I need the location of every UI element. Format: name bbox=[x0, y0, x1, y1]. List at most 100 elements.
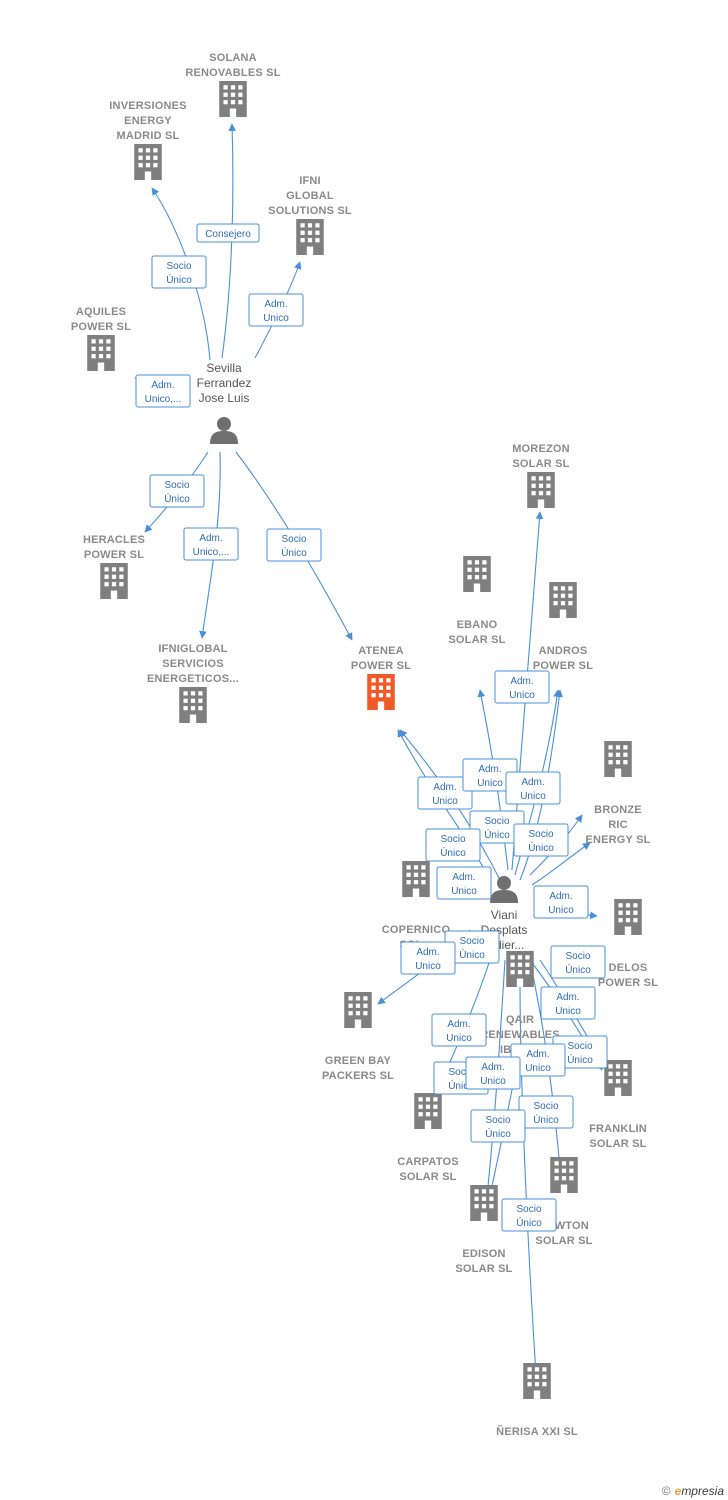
relation-text: Único bbox=[484, 828, 510, 841]
relation-text: Adm. bbox=[481, 1062, 504, 1073]
copyright-symbol: © bbox=[661, 1484, 671, 1498]
relation-text: Único bbox=[485, 1127, 511, 1140]
company-node-inversiones[interactable]: INVERSIONES ENERGY MADRID SL bbox=[109, 100, 186, 180]
building-icon bbox=[550, 1157, 578, 1193]
company-node-ifniglobal[interactable]: IFNIGLOBALSERVICIOSENERGETICOS... bbox=[147, 643, 239, 723]
relation-box bbox=[417, 776, 473, 810]
company-label: EBANO bbox=[457, 619, 498, 631]
relation-text: Unico bbox=[548, 905, 574, 916]
relation-text: Socio bbox=[567, 1041, 592, 1052]
relation-label-r6[interactable]: Adm.Unico,... bbox=[183, 527, 239, 561]
company-label: SERVICIOS bbox=[162, 658, 224, 670]
building-icon bbox=[470, 1185, 498, 1221]
relation-text: Adm. bbox=[416, 947, 439, 958]
company-label: INVERSIONES bbox=[109, 100, 186, 112]
relation-box bbox=[505, 771, 561, 805]
building-icon bbox=[527, 472, 555, 508]
relation-text: Socio bbox=[484, 816, 509, 827]
company-label: MOREZON bbox=[512, 443, 570, 455]
relation-label-v16[interactable]: Adm.Unico bbox=[510, 1043, 566, 1077]
company-label: ENERGY bbox=[124, 115, 172, 127]
relation-text: Socio bbox=[459, 936, 484, 947]
company-label: SOLAR SL bbox=[399, 1171, 456, 1183]
company-label: ÑERISA XXI SL bbox=[496, 1425, 578, 1438]
relation-box bbox=[431, 1013, 487, 1047]
relation-text: Unico bbox=[432, 796, 458, 807]
relation-label-v4[interactable]: Adm.Unico bbox=[494, 670, 550, 704]
company-label: MADRID SL bbox=[117, 130, 180, 142]
building-icon bbox=[463, 556, 491, 592]
brand-name: mpresia bbox=[681, 1484, 724, 1498]
building-icon bbox=[367, 674, 395, 710]
person-icon bbox=[210, 417, 238, 444]
company-label: HERACLES bbox=[83, 534, 145, 546]
person-icon bbox=[490, 876, 518, 903]
company-label: SOLAR SL bbox=[589, 1138, 646, 1150]
company-node-heracles[interactable]: HERACLES POWER SL bbox=[83, 534, 145, 599]
building-icon bbox=[134, 144, 162, 180]
relation-text: Socio bbox=[448, 1067, 473, 1078]
relation-text: Unico bbox=[263, 313, 289, 324]
company-node-nerisa[interactable]: ÑERISA XXI SL bbox=[496, 1363, 578, 1438]
relation-text: Único bbox=[459, 948, 485, 961]
relation-text: Consejero bbox=[205, 229, 251, 240]
relation-label-v20[interactable]: Adm.Unico bbox=[465, 1056, 521, 1090]
relation-box bbox=[149, 474, 205, 508]
relation-label-v3[interactable]: Adm.Unico bbox=[505, 771, 561, 805]
relation-text: Unico,... bbox=[145, 394, 182, 405]
company-label: AQUILES bbox=[76, 306, 126, 318]
relation-label-v1[interactable]: Adm.Unico bbox=[417, 776, 473, 810]
building-icon bbox=[344, 992, 372, 1028]
relation-text: Adm. bbox=[549, 891, 572, 902]
relation-box bbox=[425, 828, 481, 862]
relation-label-r1[interactable]: Consejero bbox=[196, 223, 260, 243]
relation-label-v13[interactable]: Adm.Unico bbox=[540, 986, 596, 1020]
company-label: ATENEA bbox=[358, 645, 404, 657]
building-icon bbox=[219, 81, 247, 117]
relation-text: Adm. bbox=[526, 1049, 549, 1060]
relation-label-r4[interactable]: Adm.Unico,... bbox=[135, 374, 191, 408]
relation-text: Unico bbox=[520, 791, 546, 802]
relation-label-r3[interactable]: Adm.Unico bbox=[248, 293, 304, 327]
relation-label-v8[interactable]: Adm.Unico bbox=[436, 866, 492, 900]
company-label: ENERGY SL bbox=[585, 834, 650, 846]
company-label: RENEWABLES bbox=[480, 1029, 560, 1041]
relation-text: Socio bbox=[533, 1101, 558, 1112]
relation-label-v14[interactable]: Adm.Unico bbox=[431, 1013, 487, 1047]
relation-box bbox=[501, 1198, 557, 1232]
brand-initial: e bbox=[674, 1484, 682, 1498]
relation-label-v11[interactable]: Adm.Unico bbox=[400, 941, 456, 975]
relation-label-v9[interactable]: Adm. Unico bbox=[533, 885, 589, 919]
relation-text: Adm. bbox=[478, 764, 501, 775]
company-label: SOLUTIONS SL bbox=[268, 205, 352, 217]
building-icon bbox=[402, 861, 430, 897]
footer-brand: ©empresia bbox=[662, 1484, 724, 1498]
relation-text: Unico bbox=[477, 778, 503, 789]
company-label: POWER SL bbox=[84, 549, 144, 561]
